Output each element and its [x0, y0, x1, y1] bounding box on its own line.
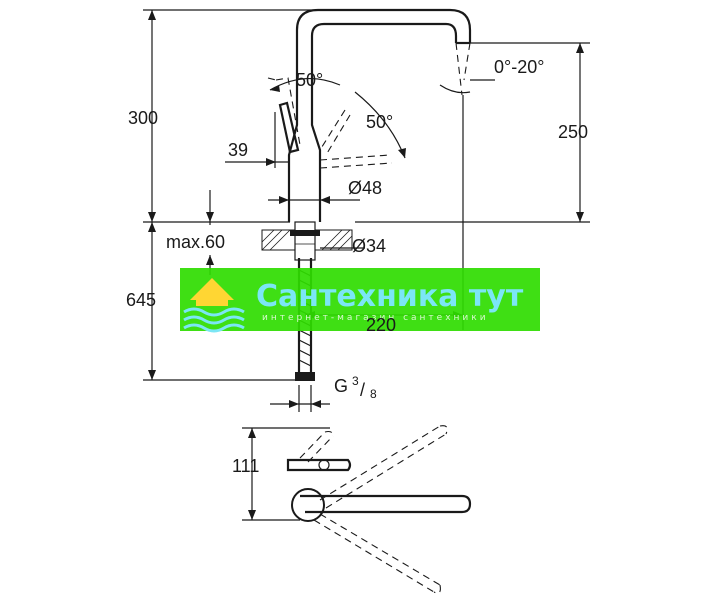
top-view: 111: [232, 425, 472, 594]
dimension-300: 300: [128, 9, 330, 222]
label-d34: Ø34: [352, 236, 386, 256]
dimension-d48: Ø48: [268, 178, 382, 204]
watermark-title: Сантехника тут: [256, 279, 524, 314]
label-645: 645: [126, 290, 156, 310]
watermark-subtitle: интернет-магазин сантехники: [262, 313, 489, 323]
lever-left-angle: [267, 77, 301, 146]
label-d48: Ø48: [348, 178, 382, 198]
label-39: 39: [228, 140, 248, 160]
dimension-39: 39: [225, 112, 288, 168]
label-250: 250: [558, 122, 588, 142]
countertop: [261, 221, 353, 261]
label-max60: max.60: [166, 232, 225, 252]
lever-closed: [278, 101, 300, 154]
label-300: 300: [128, 108, 158, 128]
label-angle-right: 50°: [366, 112, 393, 132]
watermark-banner: Сантехника тут интернет-магазин сантехни…: [180, 268, 540, 333]
label-thread: G: [334, 376, 348, 396]
dimension-645: 645: [126, 222, 300, 381]
dimension-swivel: 0°-20°: [439, 57, 544, 94]
dimension-250: 250: [470, 42, 590, 222]
label-swivel: 0°-20°: [494, 57, 544, 77]
lever-right-angle: [319, 109, 351, 156]
dimension-thread: G 3 / 8: [270, 374, 377, 412]
house-logo-icon: [183, 278, 245, 333]
label-thread-den: 8: [370, 387, 377, 401]
label-220-overlay: 220: [366, 315, 396, 335]
dimension-max60: max.60: [166, 190, 225, 275]
faucet-spout: [287, 8, 472, 222]
label-angle-left: 50°: [296, 70, 323, 90]
dimension-d34: Ø34: [320, 236, 386, 256]
label-thread-num: 3: [352, 374, 359, 388]
label-thread-slash: /: [360, 380, 365, 400]
label-111: 111: [232, 456, 259, 476]
